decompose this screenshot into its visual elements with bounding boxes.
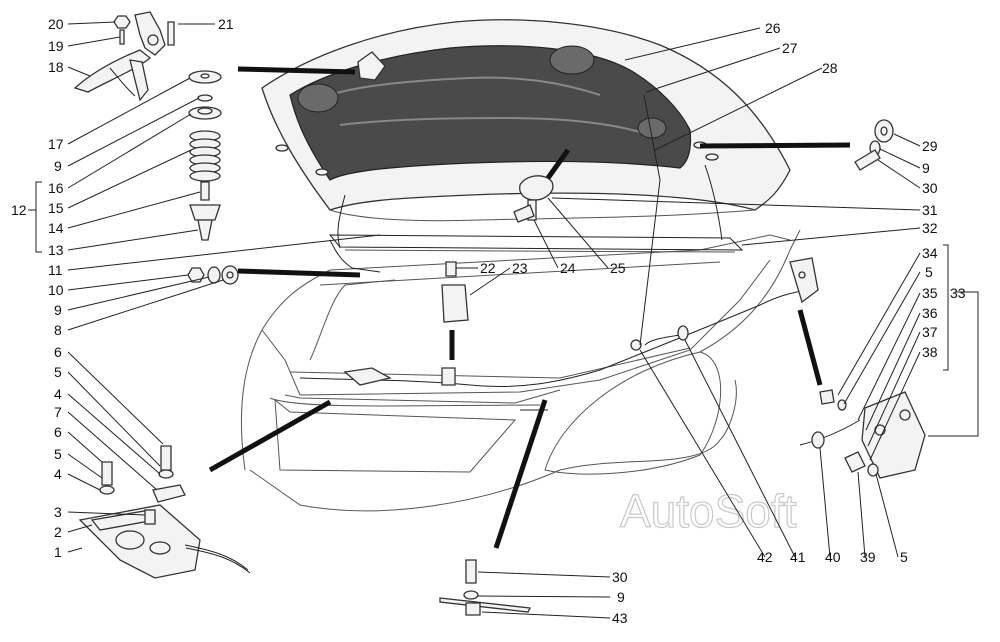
callout-11: 11 — [48, 262, 63, 278]
callout-41: 41 — [790, 549, 806, 565]
callout-23: 23 — [512, 260, 528, 276]
callout-6: 6 — [54, 344, 62, 360]
callout-33: 33 — [950, 285, 966, 301]
callout-26: 26 — [765, 20, 781, 36]
callout-18: 18 — [48, 59, 64, 75]
callout-labels: 20 19 21 18 17 9 16 12 15 14 13 11 10 9 … — [11, 16, 966, 626]
support-bracket — [441, 261, 469, 323]
hinge-fasteners — [187, 265, 239, 285]
callout-13: 13 — [48, 242, 64, 258]
callout-5: 5 — [925, 264, 933, 280]
callout-12: 12 — [11, 202, 27, 218]
callout-27: 27 — [782, 40, 798, 56]
callout-19: 19 — [48, 38, 64, 54]
pointer-arrows — [208, 66, 851, 549]
callout-22: 22 — [480, 260, 496, 276]
callout-43: 43 — [612, 610, 628, 626]
callout-9: 9 — [54, 158, 62, 174]
callout-9: 9 — [617, 589, 625, 605]
hood-bumper-clip — [513, 175, 554, 223]
callout-4: 4 — [54, 386, 62, 402]
latch-hook-parts — [73, 11, 222, 241]
callout-25: 25 — [610, 260, 626, 276]
callout-35: 35 — [922, 285, 938, 301]
callout-30: 30 — [922, 180, 938, 196]
callout-29: 29 — [922, 138, 938, 154]
hood-lock-right — [789, 257, 926, 479]
car-body — [240, 229, 816, 512]
hinge-bolt-set — [854, 119, 894, 171]
callout-34: 34 — [922, 245, 938, 261]
callout-38: 38 — [922, 344, 938, 360]
callout-4: 4 — [54, 466, 62, 482]
callout-14: 14 — [48, 220, 64, 236]
callout-10: 10 — [48, 282, 64, 298]
callout-2: 2 — [54, 524, 62, 540]
callout-5: 5 — [54, 364, 62, 380]
bottom-fasteners — [439, 559, 531, 616]
callout-28: 28 — [822, 60, 838, 76]
callout-21: 21 — [218, 16, 234, 32]
callout-31: 31 — [922, 202, 938, 218]
callout-1: 1 — [54, 544, 62, 560]
callout-36: 36 — [922, 305, 938, 321]
callout-42: 42 — [757, 549, 773, 565]
callout-8: 8 — [54, 322, 62, 338]
callout-5: 5 — [54, 446, 62, 462]
callout-24: 24 — [560, 260, 576, 276]
callout-6: 6 — [54, 424, 62, 440]
callout-37: 37 — [922, 324, 938, 340]
callout-17: 17 — [48, 136, 64, 152]
callout-32: 32 — [922, 220, 938, 236]
callout-9: 9 — [922, 160, 930, 176]
callout-9: 9 — [54, 302, 62, 318]
leader-lines — [28, 21, 979, 619]
callout-40: 40 — [825, 549, 841, 565]
callout-3: 3 — [54, 504, 62, 520]
callout-7: 7 — [54, 404, 62, 420]
spring — [189, 130, 221, 182]
callout-16: 16 — [48, 180, 64, 196]
callout-15: 15 — [48, 200, 64, 216]
callout-39: 39 — [860, 549, 876, 565]
callout-20: 20 — [48, 16, 64, 32]
watermark: AutoSoft — [620, 485, 797, 537]
callout-30: 30 — [612, 569, 628, 585]
hood-panel — [261, 19, 791, 346]
lock-assembly — [78, 445, 251, 579]
callout-5: 5 — [900, 549, 908, 565]
